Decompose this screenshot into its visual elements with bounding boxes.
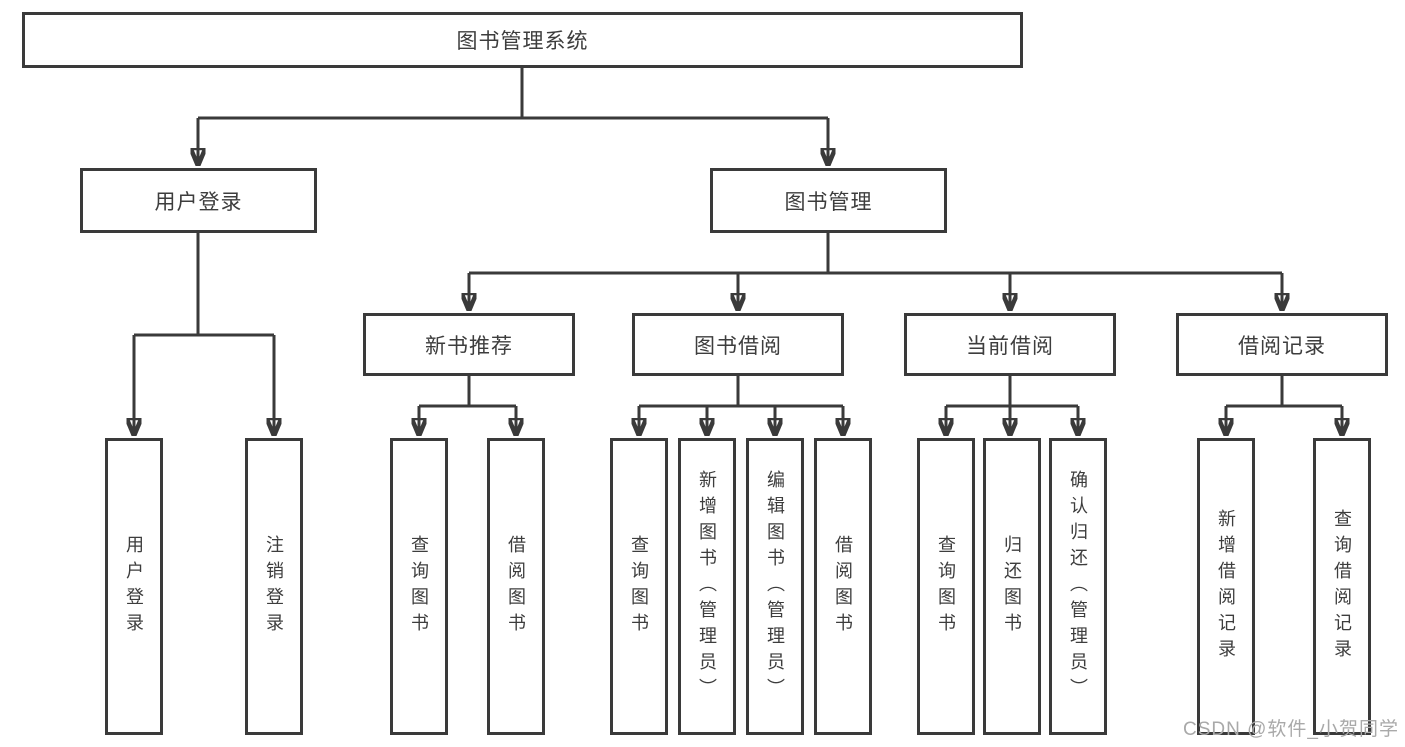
leaf-query-borrow-record: 查询借阅记录 xyxy=(1313,438,1371,735)
node-label: 新增图书（管理员） xyxy=(697,469,717,704)
leaf-borrow-book-2: 借阅图书 xyxy=(814,438,872,735)
node-label: 图书管理系统 xyxy=(456,30,589,53)
node-user-login: 用户登录 xyxy=(80,168,317,233)
leaf-return-book: 归还图书 xyxy=(983,438,1041,735)
leaf-edit-book-admin: 编辑图书（管理员） xyxy=(746,438,804,735)
node-label: 图书管理 xyxy=(784,190,873,214)
node-borrow-record: 借阅记录 xyxy=(1176,313,1388,376)
node-label: 编辑图书（管理员） xyxy=(765,469,785,704)
csdn-watermark: CSDN @软件_小贺同学 xyxy=(1183,719,1399,740)
node-label: 用户登录 xyxy=(154,190,243,214)
node-label: 当前借阅 xyxy=(966,334,1054,358)
leaf-confirm-return-admin: 确认归还（管理员） xyxy=(1049,438,1107,735)
node-label: 图书借阅 xyxy=(694,334,782,358)
leaf-query-book-2: 查询图书 xyxy=(610,438,668,735)
node-label: 新书推荐 xyxy=(425,334,513,358)
node-label: 查询借阅记录 xyxy=(1332,508,1352,665)
leaf-add-book-admin: 新增图书（管理员） xyxy=(678,438,736,735)
node-label: 新增借阅记录 xyxy=(1216,508,1236,665)
node-label: 借阅记录 xyxy=(1238,334,1326,358)
node-book-borrow: 图书借阅 xyxy=(632,313,844,376)
node-label: 借阅图书 xyxy=(833,534,853,639)
node-label: 查询图书 xyxy=(629,534,649,639)
node-label: 注销登录 xyxy=(264,534,284,639)
leaf-logout: 注销登录 xyxy=(245,438,303,735)
leaf-borrow-book-1: 借阅图书 xyxy=(487,438,545,735)
leaf-query-book-3: 查询图书 xyxy=(917,438,975,735)
node-label: 借阅图书 xyxy=(506,534,526,639)
node-label: 用户登录 xyxy=(124,534,144,639)
node-label: 确认归还（管理员） xyxy=(1068,469,1088,704)
node-current-borrow: 当前借阅 xyxy=(904,313,1116,376)
node-new-book-recommend: 新书推荐 xyxy=(363,313,575,376)
node-label: 查询图书 xyxy=(409,534,429,639)
leaf-add-borrow-record: 新增借阅记录 xyxy=(1197,438,1255,735)
node-root-library-system: 图书管理系统 xyxy=(22,12,1023,68)
node-label: 归还图书 xyxy=(1002,534,1022,639)
leaf-query-book-1: 查询图书 xyxy=(390,438,448,735)
node-book-management: 图书管理 xyxy=(710,168,947,233)
leaf-user-login: 用户登录 xyxy=(105,438,163,735)
node-label: 查询图书 xyxy=(936,534,956,639)
